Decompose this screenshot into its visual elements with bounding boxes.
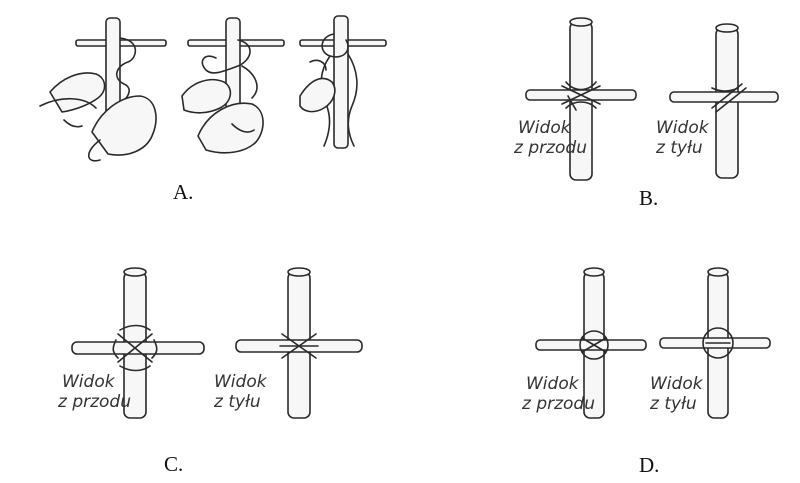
panel-label-d: D. bbox=[639, 453, 660, 477]
caption-d-back-line-1: Widok bbox=[650, 374, 703, 394]
caption-d-front-line-1: Widok bbox=[526, 374, 579, 394]
caption-b-back: Widok z tyłu bbox=[656, 118, 709, 158]
caption-b-back-line-1: Widok bbox=[656, 118, 709, 138]
caption-d-back-line-2: z tyłu bbox=[650, 394, 697, 414]
caption-b-front-line-1: Widok bbox=[518, 118, 571, 138]
caption-b-front: Widok z przodu bbox=[514, 118, 587, 158]
panel-a-step-1 bbox=[39, 17, 167, 162]
caption-c-front-line-2: z przodu bbox=[58, 392, 131, 412]
caption-c-back-line-2: z tyłu bbox=[214, 392, 261, 412]
panel-c-back-view bbox=[235, 267, 363, 419]
caption-d-front: Widok z przodu bbox=[522, 374, 595, 414]
panel-b-back-view bbox=[669, 23, 779, 179]
panel-c-front-view bbox=[71, 267, 205, 419]
caption-c-back-line-1: Widok bbox=[214, 372, 267, 392]
caption-d-front-line-2: z przodu bbox=[522, 394, 595, 414]
panel-d-back-view bbox=[659, 267, 771, 419]
panel-a-illustration bbox=[39, 15, 387, 162]
panel-d-front-view bbox=[535, 267, 647, 419]
panel-label-a: A. bbox=[173, 180, 194, 204]
caption-d-back: Widok z tyłu bbox=[650, 374, 703, 414]
panel-b-front-view bbox=[525, 17, 637, 181]
panel-a-step-3 bbox=[299, 15, 387, 149]
caption-c-front-line-1: Widok bbox=[62, 372, 115, 392]
caption-b-back-line-2: z tyłu bbox=[656, 138, 703, 158]
caption-c-front: Widok z przodu bbox=[58, 372, 131, 412]
caption-b-front-line-2: z przodu bbox=[514, 138, 587, 158]
panel-label-b: B. bbox=[639, 186, 659, 210]
caption-c-back: Widok z tyłu bbox=[214, 372, 267, 412]
panel-label-c: C. bbox=[164, 452, 184, 476]
panel-a-step-2 bbox=[181, 17, 285, 154]
